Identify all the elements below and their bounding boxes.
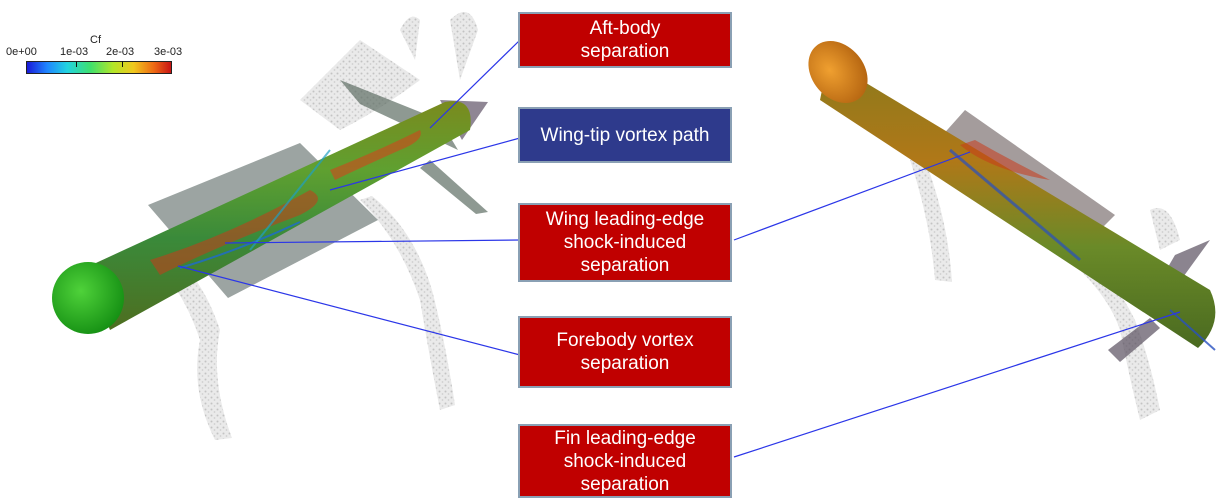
colorbar-tick-label: 1e-03 (60, 46, 88, 58)
body-right (820, 60, 1215, 348)
colorbar-title: Cf (90, 34, 101, 46)
colorbar-legend: Cf 0e+00 1e-03 2e-03 3e-03 (0, 0, 190, 80)
colorbar-tick-label: 2e-03 (106, 46, 134, 58)
colorbar-tick (76, 61, 77, 67)
callout-forebody-vortex-separation: Forebody vortex separation (518, 316, 732, 388)
colorbar-gradient (26, 61, 172, 74)
leader-forebody (178, 266, 520, 355)
callout-aftbody-separation: Aft-body separation (518, 12, 732, 68)
colorbar-tick (122, 61, 123, 67)
callout-wingtip-vortex-path: Wing-tip vortex path (518, 107, 732, 163)
colorbar-tick-label: 3e-03 (154, 46, 182, 58)
leader-finle (734, 312, 1180, 457)
nose-left (52, 262, 124, 334)
colorbar-tick-label: 0e+00 (6, 46, 37, 58)
vehicle-right (796, 29, 1215, 362)
fin-bottom-left (420, 160, 488, 214)
callout-wing-leading-edge-separation: Wing leading-edge shock-induced separati… (518, 203, 732, 282)
callout-fin-leading-edge-separation: Fin leading-edge shock-induced separatio… (518, 424, 732, 498)
